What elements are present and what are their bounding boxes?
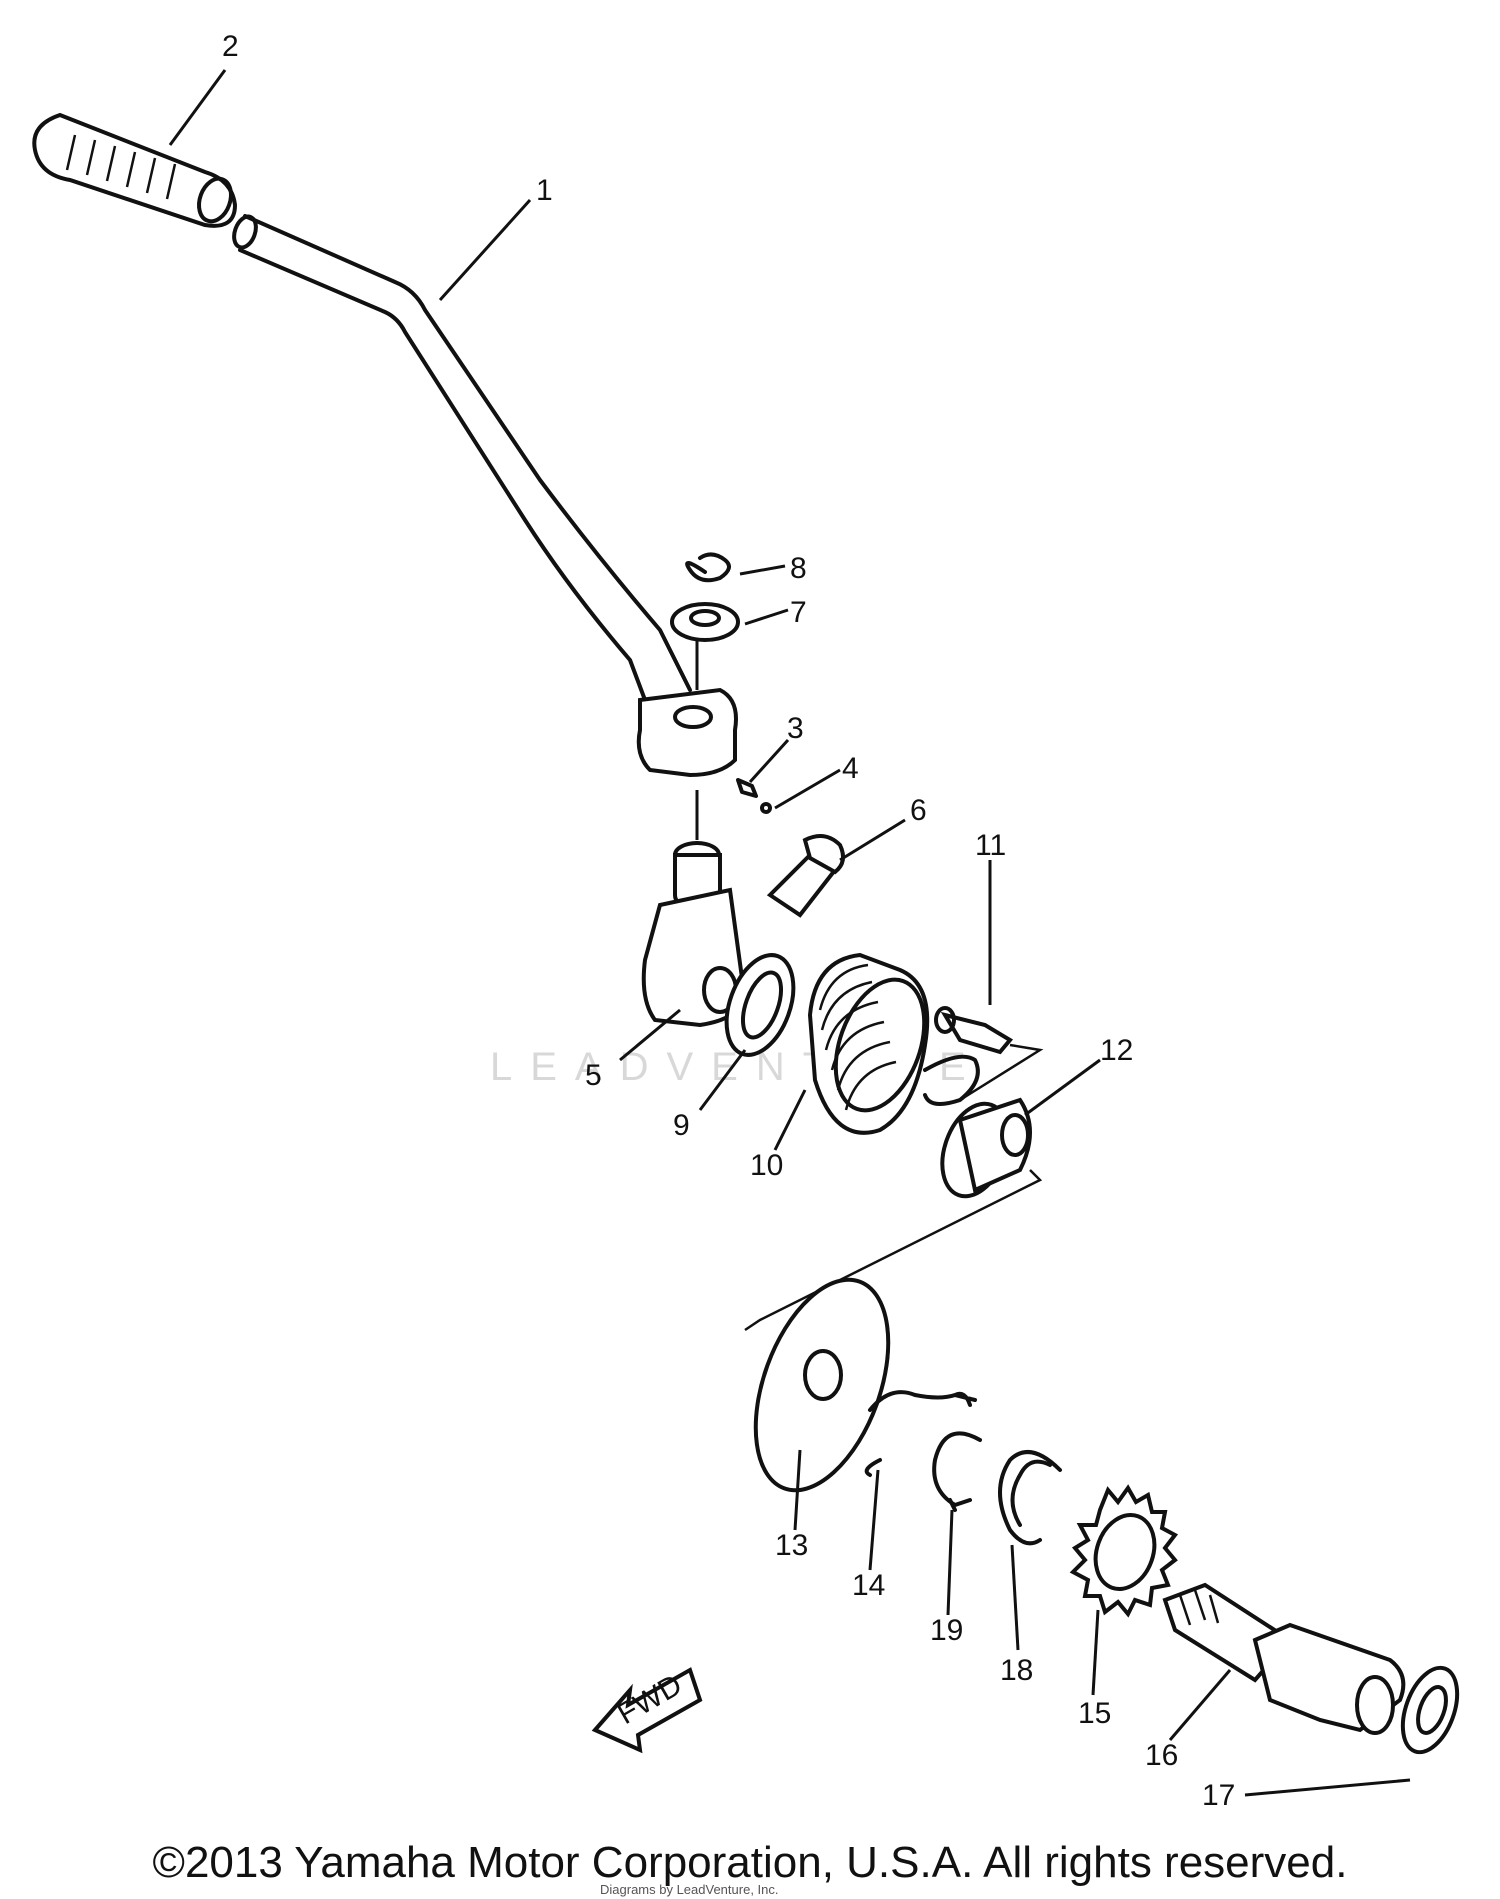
diagram-credit: Diagrams by LeadVenture, Inc. (600, 1882, 779, 1897)
part-7-washer (670, 602, 740, 642)
part-19-circlip (932, 1431, 982, 1512)
callout-16: 16 (1145, 1739, 1178, 1772)
callout-3: 3 (787, 712, 804, 745)
callout-10: 10 (750, 1149, 783, 1182)
callout-1: 1 (536, 174, 553, 207)
callout-13: 13 (775, 1529, 808, 1562)
part-6-bolt (766, 834, 846, 918)
part-15-kick-gear (1069, 1484, 1179, 1618)
copyright-notice: ©2013 Yamaha Motor Corporation, U.S.A. A… (152, 1838, 1348, 1887)
callout-19: 19 (930, 1614, 963, 1647)
part-8-circlip (685, 552, 731, 583)
part-16-kick-axle (1162, 1582, 1406, 1735)
part-13-plate-washer (753, 1277, 891, 1493)
part-18-ring (998, 1450, 1062, 1546)
part-9-seal (724, 953, 796, 1057)
assembly-line-1 (959, 1043, 1044, 1102)
callout-2: 2 (222, 30, 239, 63)
part-14-clip-spring (864, 1390, 977, 1477)
callout-17: 17 (1202, 1779, 1235, 1812)
part-5-kick-boss (641, 790, 748, 1028)
callout-labels: 2 1 8 7 3 4 6 11 5 12 9 10 13 14 19 18 1… (222, 30, 1235, 1812)
callout-6: 6 (910, 794, 927, 827)
leader-lines (168, 69, 1411, 1797)
callout-14: 14 (852, 1569, 885, 1602)
callout-18: 18 (1000, 1654, 1033, 1687)
callout-9: 9 (673, 1109, 690, 1142)
part-3-4-bolt (736, 778, 772, 814)
part-11-stud (934, 1006, 1014, 1055)
assembly-line-2 (744, 1169, 1043, 1332)
callout-8: 8 (790, 552, 807, 585)
part-1-kick-lever (232, 214, 738, 778)
fwd-arrow: FWD (591, 1667, 703, 1754)
callout-7: 7 (790, 596, 807, 629)
part-12-spring-guide (940, 1097, 1032, 1199)
part-17-washer (1400, 1665, 1460, 1755)
callout-4: 4 (842, 752, 859, 785)
callout-11: 11 (975, 829, 1006, 862)
callout-5: 5 (585, 1059, 602, 1092)
part-2-grip (32, 112, 238, 228)
callout-12: 12 (1100, 1034, 1133, 1067)
callout-15: 15 (1078, 1697, 1111, 1730)
part-10-spring (807, 952, 980, 1135)
